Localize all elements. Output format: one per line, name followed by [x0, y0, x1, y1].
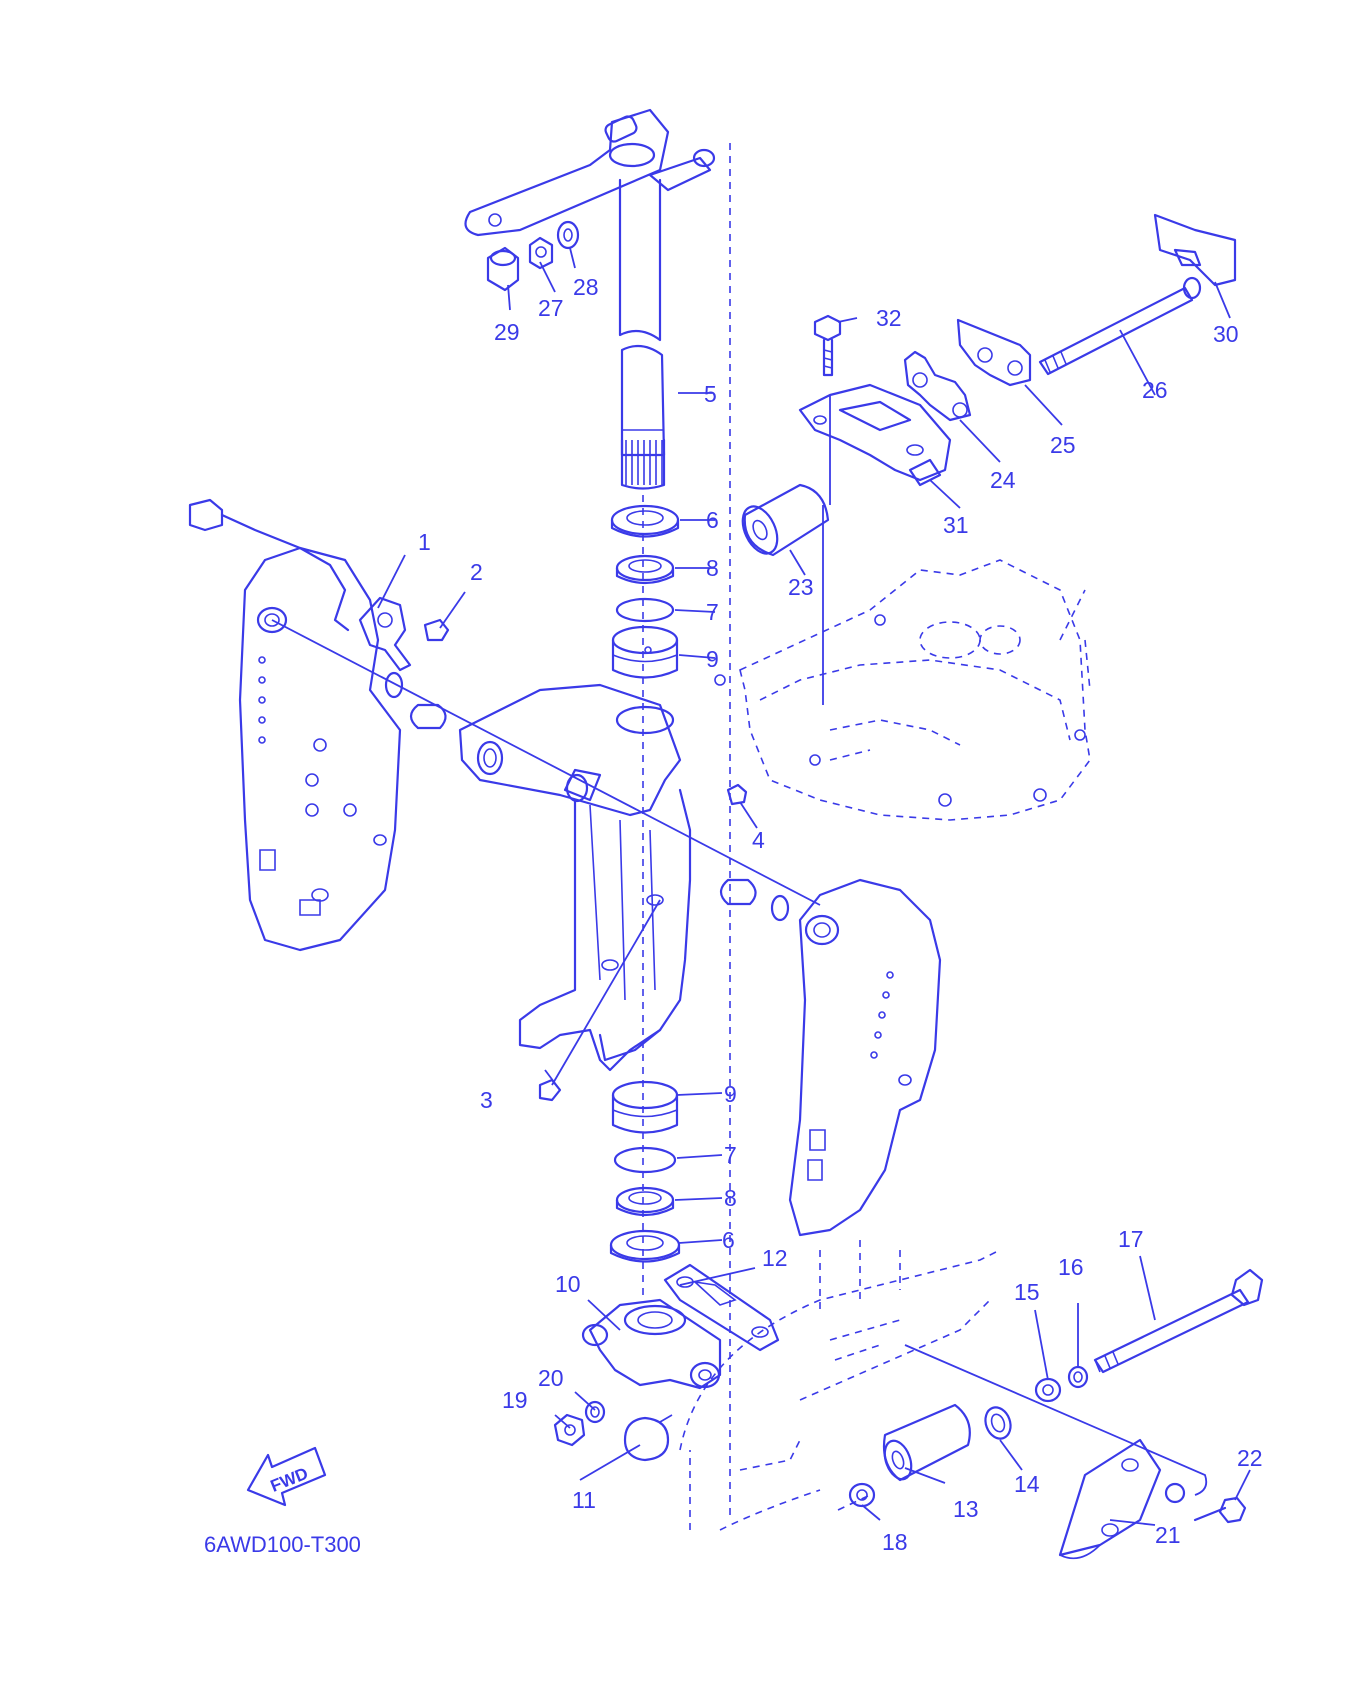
callout-9-top: 9 [706, 646, 719, 672]
mount-cover-31 [798, 383, 952, 487]
callout-9-bottom: 9 [724, 1081, 737, 1107]
callout-29: 29 [494, 319, 520, 345]
plate-12 [663, 1263, 780, 1352]
forward-arrow: FWD [246, 1446, 327, 1507]
callout-7-top: 7 [706, 599, 719, 625]
o-ring-7-bottom [613, 1146, 677, 1174]
nut-21-small [1164, 1482, 1186, 1504]
stud-bolt-26 [1038, 276, 1202, 376]
callout-23: 23 [788, 574, 814, 600]
left-clamp-bracket [238, 546, 402, 952]
nut-4 [726, 783, 748, 806]
washer-14 [984, 1406, 1012, 1440]
screw-2 [423, 618, 450, 642]
trim-sensor [188, 498, 412, 672]
callout-18: 18 [882, 1529, 908, 1555]
bracket-24 [903, 350, 972, 422]
steering-arm [464, 108, 716, 237]
steering-yoke [581, 1298, 722, 1390]
callout-21: 21 [1155, 1522, 1181, 1548]
callout-16: 16 [1058, 1254, 1084, 1280]
washer-6-top [610, 504, 680, 538]
callout-28: 28 [573, 274, 599, 300]
callout-11: 11 [572, 1487, 596, 1513]
callout-7-bottom: 7 [724, 1142, 737, 1168]
steering-shaft [618, 178, 666, 490]
callout-2: 2 [470, 559, 483, 585]
callout-17: 17 [1118, 1226, 1144, 1252]
bushing-right [719, 878, 790, 922]
callout-6-bottom: 6 [722, 1227, 735, 1253]
callout-12: 12 [762, 1245, 788, 1271]
mount-rubber-23 [741, 483, 830, 557]
tilt-axis-line [271, 619, 821, 906]
callout-4: 4 [752, 827, 765, 853]
screw-3 [538, 899, 661, 1102]
mount-rubber-13 [882, 1403, 971, 1482]
right-clamp-bracket [788, 878, 942, 1237]
callout-25: 25 [1050, 432, 1076, 458]
callout-labels: 1 2 3 4 5 6 6 7 7 8 8 9 9 10 11 12 13 14… [418, 274, 1263, 1555]
nut-29 [486, 246, 520, 292]
callout-8-bottom: 8 [724, 1185, 737, 1211]
callout-30: 30 [1213, 321, 1239, 347]
lower-mount-axis-2 [837, 1494, 871, 1511]
callout-14: 14 [1014, 1471, 1040, 1497]
washer-6-bottom [609, 1229, 681, 1263]
nut-19 [553, 1413, 586, 1447]
callout-3: 3 [480, 1087, 493, 1113]
nut-27 [528, 236, 554, 270]
o-ring-7-top [615, 597, 675, 623]
callout-31: 31 [943, 512, 969, 538]
lower-mount-axis [904, 1344, 1208, 1496]
callout-22: 22 [1237, 1445, 1263, 1471]
mount-bracket-21 [1058, 1438, 1162, 1560]
washer-8-bottom [615, 1186, 675, 1217]
bushing-9-bottom [611, 1080, 679, 1134]
callout-24: 24 [990, 467, 1016, 493]
washer-20 [584, 1400, 606, 1424]
callout-26: 26 [1142, 377, 1168, 403]
lower-casing [679, 1240, 1001, 1531]
swivel-bracket [458, 683, 692, 1072]
callout-8-top: 8 [706, 555, 719, 581]
bolt-32 [813, 314, 842, 377]
callout-6-top: 6 [706, 507, 719, 533]
plate-30 [1153, 213, 1237, 287]
bushing-left [384, 671, 447, 730]
callout-10: 10 [555, 1271, 581, 1297]
diagram-code: 6AWD100-T300 [204, 1532, 361, 1557]
callout-13: 13 [953, 1496, 979, 1522]
callout-15: 15 [1014, 1279, 1040, 1305]
washer-28 [556, 220, 580, 250]
bolt-17 [1093, 1268, 1264, 1374]
callout-5: 5 [704, 381, 717, 407]
callout-27: 27 [538, 295, 564, 321]
circlip-11 [623, 1414, 673, 1462]
bushing-9-top [611, 625, 679, 679]
washer-15 [1034, 1377, 1062, 1403]
washer-8-top [615, 554, 675, 585]
washer-16 [1067, 1365, 1089, 1389]
callout-leaders [377, 247, 1251, 1526]
oil-pan [714, 559, 1091, 821]
callout-19: 19 [502, 1387, 528, 1413]
callout-20: 20 [538, 1365, 564, 1391]
bracket-25 [956, 318, 1032, 387]
callout-32: 32 [876, 305, 902, 331]
callout-1: 1 [418, 529, 431, 555]
bolt-22 [1193, 1496, 1247, 1524]
